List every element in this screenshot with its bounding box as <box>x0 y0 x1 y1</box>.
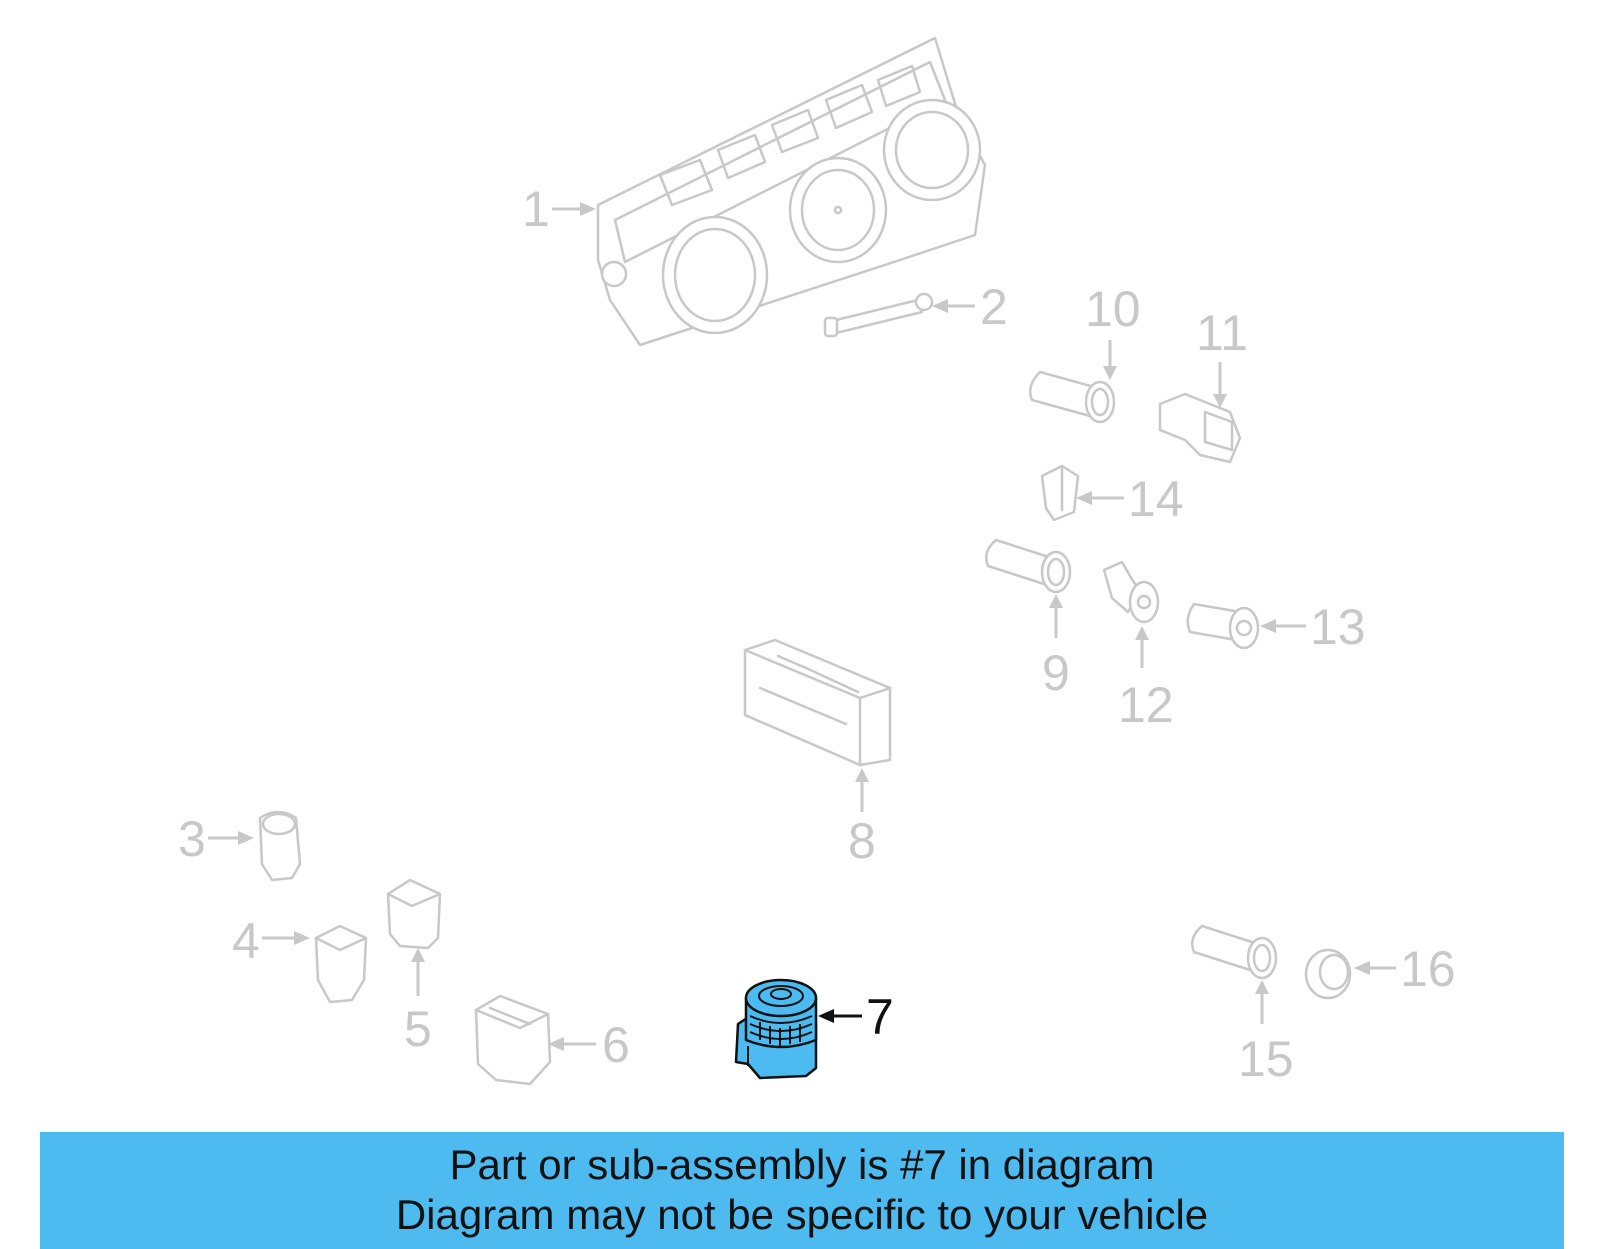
part-16-cap[interactable] <box>1304 948 1352 1000</box>
part-10-button[interactable] <box>1029 370 1116 424</box>
part-12-socket[interactable] <box>1102 560 1160 624</box>
callout-7: 7 <box>866 989 894 1045</box>
part-13-button[interactable] <box>1186 602 1260 650</box>
callout-8: 8 <box>848 813 876 869</box>
part-4-switch[interactable] <box>314 924 368 1004</box>
part-9-button[interactable] <box>985 538 1072 594</box>
banner-line-1: Part or sub-assembly is #7 in diagram <box>449 1141 1155 1188</box>
part-6-switch[interactable] <box>474 994 552 1086</box>
part-7-rotary-knob[interactable] <box>734 978 818 1080</box>
part-5-switch[interactable] <box>386 878 442 950</box>
callout-11: 11 <box>1196 305 1248 361</box>
callout-16: 16 <box>1400 941 1456 997</box>
callout-6: 6 <box>602 1017 630 1073</box>
callout-15: 15 <box>1238 1031 1294 1087</box>
part-2-bulb[interactable] <box>823 292 934 338</box>
callout-10: 10 <box>1085 281 1141 337</box>
part-1-climate-control-panel[interactable] <box>596 36 987 347</box>
callout-3: 3 <box>178 811 206 867</box>
part-3-switch[interactable] <box>258 810 302 882</box>
parts-diagram: 1 2 10 11 14 9 <box>178 36 1456 1087</box>
callout-2: 2 <box>980 279 1008 335</box>
callout-12: 12 <box>1118 677 1174 733</box>
callout-13: 13 <box>1310 599 1366 655</box>
part-15-button[interactable] <box>1191 924 1278 980</box>
part-8-switch-bank[interactable] <box>743 638 892 767</box>
callout-1: 1 <box>522 181 550 237</box>
callout-4: 4 <box>232 913 260 969</box>
part-11-switch[interactable] <box>1158 392 1242 464</box>
banner-line-2: Diagram may not be specific to your vehi… <box>395 1191 1209 1238</box>
callout-9: 9 <box>1042 645 1070 701</box>
part-14-clip[interactable] <box>1040 464 1080 522</box>
callout-5: 5 <box>404 1001 432 1057</box>
callout-14: 14 <box>1128 471 1184 527</box>
info-banner: Part or sub-assembly is #7 in diagram Di… <box>40 1132 1564 1249</box>
